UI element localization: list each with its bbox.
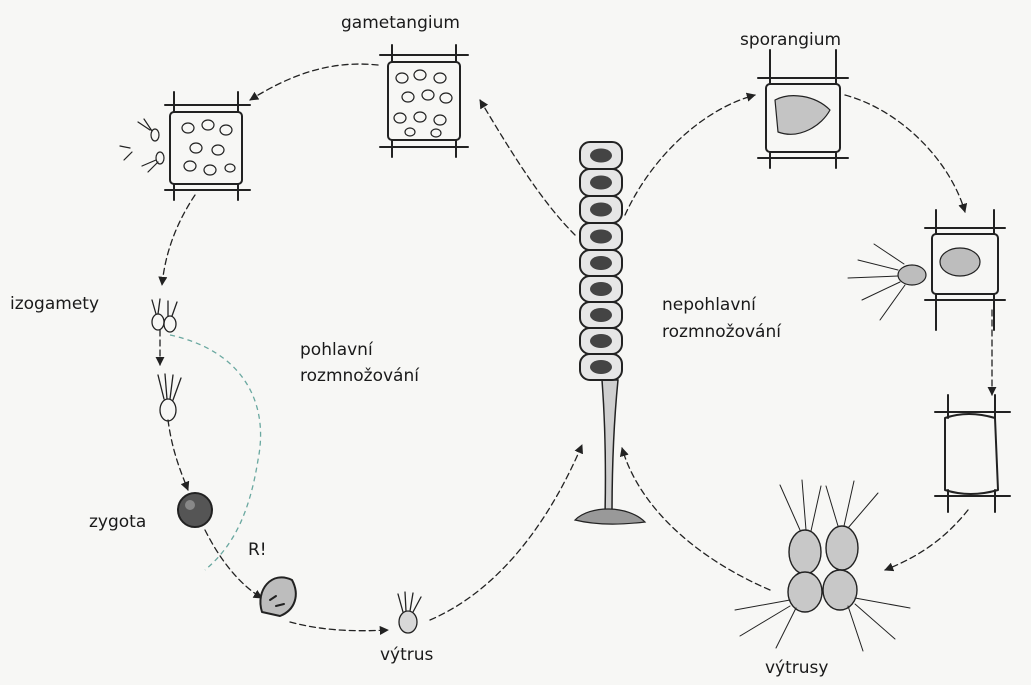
label-nepohlavni: nepohlavní [662, 295, 756, 316]
sporangium-cell [758, 50, 848, 168]
gametangium-cell [380, 45, 468, 157]
filament-segment-content [590, 256, 612, 270]
thallus-filament [575, 142, 645, 524]
filament-segment-content [590, 176, 612, 190]
arrow-release-to-izogamety [162, 195, 195, 285]
spore-cluster [735, 480, 910, 651]
filament-segment-content [590, 360, 612, 374]
arrow-thallus-to-gametangium [480, 100, 575, 235]
label-r-mark: R! [248, 540, 267, 561]
arrow-spores-to-thallus [622, 448, 770, 590]
label-vytrus: výtrus [380, 645, 433, 666]
filament-segment-content [590, 149, 612, 163]
meiosis-cell [260, 577, 295, 616]
empty-cell [935, 395, 1010, 512]
label-pohlavni-rozmnozovani: rozmnožování [300, 366, 419, 387]
izogamety-pair [152, 299, 177, 332]
meiosis-dashed-curve [170, 335, 261, 570]
arrow-gametangium-to-release [250, 64, 378, 100]
spore-release-cell [848, 210, 1005, 330]
filament-segment-content [590, 203, 612, 217]
fusing-gametes [158, 374, 181, 421]
arrow-spore-to-thallus [430, 445, 582, 620]
arrow-fusion-to-zygote [168, 420, 188, 490]
filament-segment-content [590, 282, 612, 296]
zygote [178, 493, 212, 527]
label-zygota: zygota [89, 512, 146, 533]
spore-single [398, 592, 421, 633]
arrow-meiosis-to-spore [290, 622, 388, 631]
arrow-empty-cell-to-spores [885, 510, 968, 570]
label-nepohlavni-rozmnozovani: rozmnožování [662, 322, 781, 343]
label-izogamety: izogamety [10, 294, 99, 315]
filament-segment-content [590, 334, 612, 348]
arrow-sporangium-to-release [845, 95, 965, 212]
filament-segments [580, 142, 622, 380]
label-vytrusy: výtrusy [765, 658, 828, 679]
filament-segment-content [590, 230, 612, 244]
label-gametangium: gametangium [341, 13, 460, 34]
label-pohlavni: pohlavní [300, 340, 373, 361]
filament-segment-content [590, 308, 612, 322]
gamete-release-cell [120, 92, 250, 200]
arrow-thallus-to-sporangium [625, 95, 755, 215]
label-sporangium: sporangium [740, 30, 841, 51]
